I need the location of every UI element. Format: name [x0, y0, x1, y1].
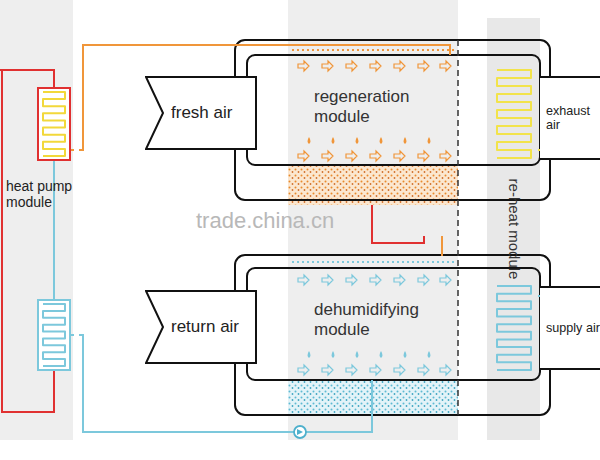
airflow-arrow — [322, 275, 333, 285]
airflow-arrow — [418, 61, 429, 71]
airflow-arrow — [370, 61, 381, 71]
node-label: re-heat module — [505, 179, 522, 280]
airflow-arrow — [440, 151, 451, 161]
airflow-arrow — [418, 151, 429, 161]
solution-drop — [404, 137, 407, 144]
node-label: dehumidifying module — [314, 300, 434, 339]
dashed-divider — [457, 40, 459, 415]
airflow-arrow — [346, 275, 357, 285]
solution-drop — [380, 137, 383, 144]
flag-edge — [540, 286, 600, 288]
node-label: fresh air — [171, 103, 257, 123]
pump-arrow — [297, 429, 303, 435]
node-label: heat pump module — [6, 178, 79, 210]
solution-drop — [380, 351, 383, 358]
flag-fill — [540, 77, 600, 159]
solution-drop — [428, 137, 431, 144]
solution-line — [372, 205, 424, 243]
coil-group — [38, 70, 531, 370]
solution-drop — [356, 137, 359, 144]
spray-line — [292, 49, 455, 51]
node-label: regeneration module — [314, 87, 434, 126]
airflow-arrow — [440, 365, 451, 375]
pump-symbol — [294, 426, 306, 438]
air-inlet-flag: fresh air — [145, 76, 257, 150]
airflow-arrow — [322, 61, 333, 71]
flag-edge — [540, 158, 600, 160]
airflow-arrow — [322, 365, 333, 375]
solution-drop — [428, 351, 431, 358]
airflow-arrow — [322, 151, 333, 161]
flag-shape — [146, 77, 256, 149]
pump-symbol — [294, 426, 306, 438]
upper-duct — [247, 55, 540, 165]
watermark: trade.china.cn — [196, 208, 334, 234]
air-outlet-flag: supply air — [540, 286, 600, 370]
coil-winding — [497, 70, 531, 158]
flag-edge — [540, 368, 600, 370]
solution-drop — [308, 351, 311, 358]
refrigerant-line — [0, 70, 54, 88]
airflow-arrow — [440, 61, 451, 71]
airflow-arrow — [298, 61, 309, 71]
airflow-arrow — [298, 151, 309, 161]
coil-winding — [43, 304, 65, 366]
airflow-arrow — [370, 151, 381, 161]
reheat-module: re-heat module — [487, 18, 540, 440]
flag-edge — [540, 76, 600, 78]
airflow-arrow — [370, 275, 381, 285]
solution-line — [441, 236, 443, 256]
airflow-arrow — [394, 365, 405, 375]
air-outlet-flag: exhaust air — [540, 76, 600, 160]
refrigerant-pipe — [79, 45, 450, 150]
spray-line — [292, 261, 455, 263]
coil-box — [38, 300, 70, 370]
airflow-arrow — [418, 275, 429, 285]
airflow-arrow — [346, 151, 357, 161]
airflow-arrow — [346, 61, 357, 71]
airflow-arrow — [298, 275, 309, 285]
coil-winding — [497, 286, 531, 370]
airflow-arrow — [298, 365, 309, 375]
reheat-band — [487, 18, 540, 440]
airflow-arrow — [394, 275, 405, 285]
regeneration-module: regeneration module — [288, 55, 458, 165]
solution-drop — [332, 137, 335, 144]
flag-fill — [540, 287, 600, 369]
air-inlet-flag: return air — [145, 290, 257, 364]
coil-box — [38, 88, 70, 160]
heat-pump-band — [0, 0, 73, 440]
airflow-arrow — [394, 61, 405, 71]
airflow-arrow — [440, 275, 451, 285]
airflow-arrow — [346, 365, 357, 375]
solution-drop — [404, 351, 407, 358]
heat-pump-module: heat pump module — [0, 0, 79, 440]
solution-drop — [356, 351, 359, 358]
airflow-arrow — [394, 151, 405, 161]
upper-housing — [235, 40, 550, 200]
node-label: exhaust air — [546, 104, 600, 133]
dehumidifying-module: dehumidifying module — [288, 268, 458, 380]
node-label: supply air — [546, 321, 600, 335]
node-label: return air — [171, 317, 257, 337]
solution-drop — [308, 137, 311, 144]
lower-duct — [247, 268, 540, 380]
solution-drop — [332, 351, 335, 358]
airflow-arrow — [418, 365, 429, 375]
lower-housing — [235, 255, 550, 415]
flag-shape — [146, 291, 256, 363]
coil-winding — [43, 92, 65, 156]
airflow-arrow — [370, 365, 381, 375]
